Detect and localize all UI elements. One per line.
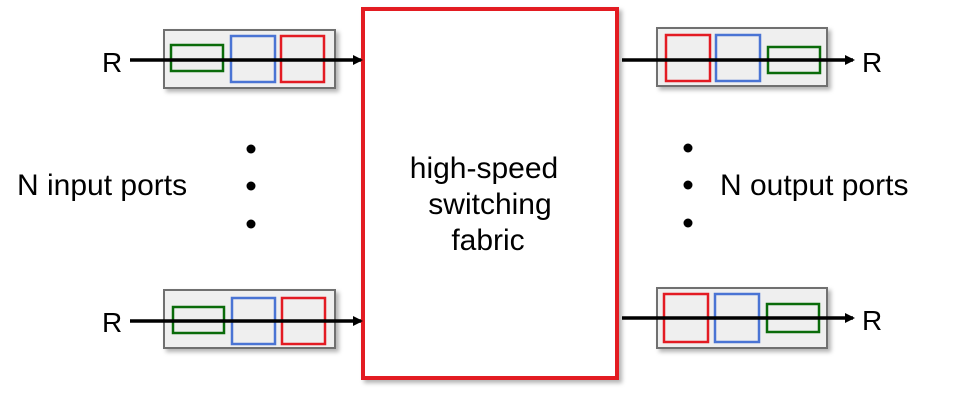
fabric-label-line3: fabric bbox=[451, 224, 524, 257]
input-ellipsis-dot-3 bbox=[246, 219, 256, 229]
input-top-rate: R bbox=[102, 47, 122, 78]
output-port-top-frame bbox=[656, 27, 828, 87]
output-ports-label: N output ports bbox=[720, 169, 908, 202]
fabric-label-line1: high-speed bbox=[410, 152, 558, 185]
input-port-top: R bbox=[102, 29, 363, 89]
output-port-bottom: R bbox=[622, 287, 882, 349]
switching-fabric-box bbox=[361, 7, 619, 380]
input-ellipsis-dot-1 bbox=[246, 144, 256, 154]
output-bottom-rate: R bbox=[862, 305, 882, 336]
output-top-queue-red bbox=[664, 33, 712, 83]
input-ellipsis-dot-2 bbox=[246, 181, 256, 191]
output-ellipsis-dot-3 bbox=[683, 218, 693, 228]
input-ports-label: N input ports bbox=[17, 169, 187, 202]
output-ellipsis-dot-2 bbox=[683, 180, 693, 190]
fabric-label-line2: switching bbox=[428, 188, 551, 221]
output-top-rate: R bbox=[862, 47, 882, 78]
output-top-queue-blue bbox=[714, 33, 762, 83]
input-port-bottom-frame bbox=[163, 289, 336, 349]
input-top-queue-green bbox=[169, 43, 225, 73]
input-port-bottom: R bbox=[102, 289, 363, 349]
input-bottom-rate: R bbox=[102, 307, 122, 338]
output-port-top: R bbox=[622, 27, 882, 87]
output-ellipsis-dot-1 bbox=[683, 143, 693, 153]
